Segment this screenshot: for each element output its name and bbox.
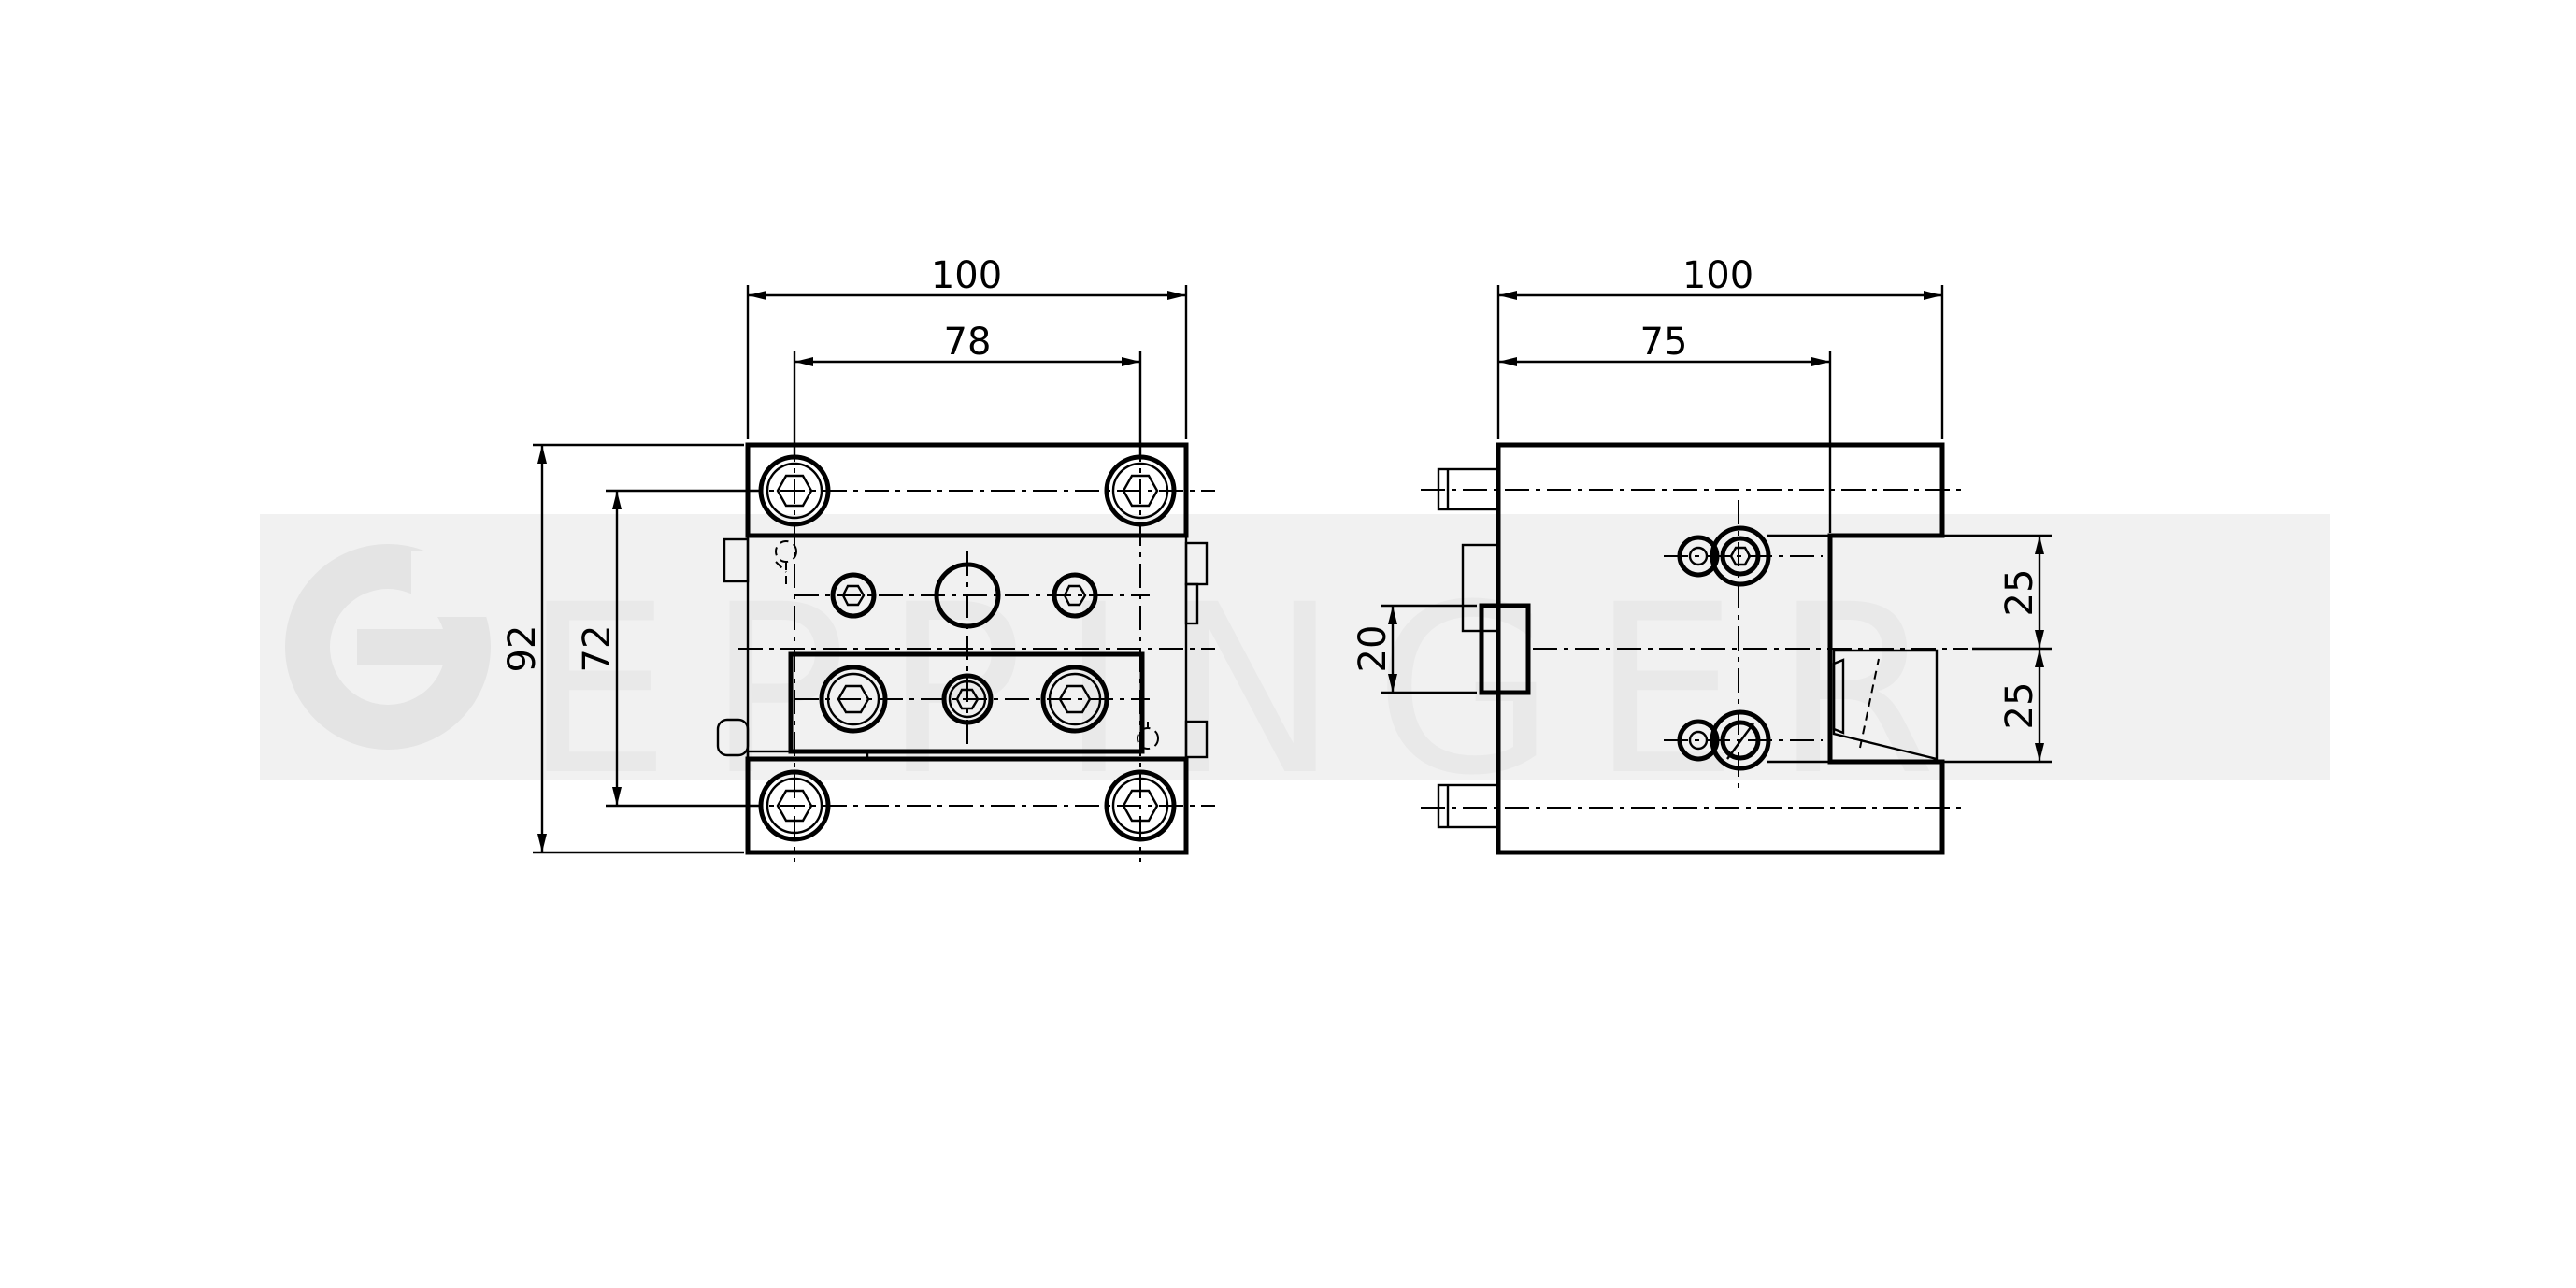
front-center-bore: [934, 562, 1001, 629]
side-wedge-hidden: [1859, 658, 1880, 749]
front-corner-bolt-bottom-right: [1104, 769, 1177, 842]
front-dim-width-bolts-label: 78: [944, 321, 992, 364]
watermark-band: [260, 514, 2330, 780]
front-dim-height-bolts-label: 72: [576, 625, 619, 673]
side-dim-key-height: 20: [1352, 604, 1477, 694]
side-screw-upper: [1677, 525, 1771, 587]
side-view: 100 75 20 25 25: [1352, 254, 2052, 855]
front-corner-bolt-bottom-left: [758, 769, 831, 842]
side-wedge-face: [1832, 658, 1845, 735]
front-hidden-pin-lead-top: [775, 561, 787, 584]
side-key: [1479, 603, 1531, 695]
side-dim-slot-depth-label: 75: [1640, 321, 1688, 364]
side-screw-lower: [1677, 709, 1771, 771]
side-dim-width-overall-label: 100: [1682, 254, 1753, 297]
front-corner-bolt-top-left: [758, 454, 831, 527]
front-screw-left: [830, 572, 877, 619]
front-right-tab: [1184, 582, 1199, 625]
front-dim-height-overall: 92: [501, 443, 744, 854]
watermark: EPPINGER: [260, 514, 2330, 826]
front-dim-width-overall-label: 100: [931, 254, 1002, 297]
front-screw-right: [1052, 572, 1098, 619]
front-clamp-screw-center: [941, 673, 994, 725]
front-dim-width-overall: 100: [746, 254, 1188, 439]
side-pin-bottom: [1437, 783, 1500, 829]
watermark-text: EPPINGER: [523, 554, 1972, 826]
side-dim-width-overall: 100: [1496, 254, 1944, 439]
front-middle-body: [746, 534, 1188, 761]
side-dim-key-height-label: 20: [1352, 625, 1395, 673]
side-dim-upper-pitch-label: 25: [1998, 569, 2041, 617]
side-dim-lower-pitch: 25: [1767, 649, 2052, 764]
front-view: 100 78 92 72: [501, 254, 1215, 862]
front-left-lug-top: [723, 537, 750, 583]
side-dim-upper-pitch: 25: [1767, 534, 2052, 651]
front-dim-width-bolts: 78: [793, 321, 1142, 456]
front-clamp-screw-right: [1040, 665, 1109, 734]
front-corner-bolt-top-right: [1104, 454, 1177, 527]
front-right-lug-bottom: [1184, 720, 1209, 759]
front-lower-step: [746, 750, 869, 761]
side-dim-lower-pitch-label: 25: [1998, 682, 2041, 730]
front-dim-height-bolts: 72: [576, 489, 759, 808]
side-dim-slot-depth: 75: [1498, 321, 1832, 533]
front-clamp-screw-left: [819, 665, 888, 734]
front-dim-height-overall-label: 92: [501, 625, 544, 673]
front-left-lug-bottom: [716, 718, 750, 757]
watermark-logo-icon: [285, 544, 491, 750]
